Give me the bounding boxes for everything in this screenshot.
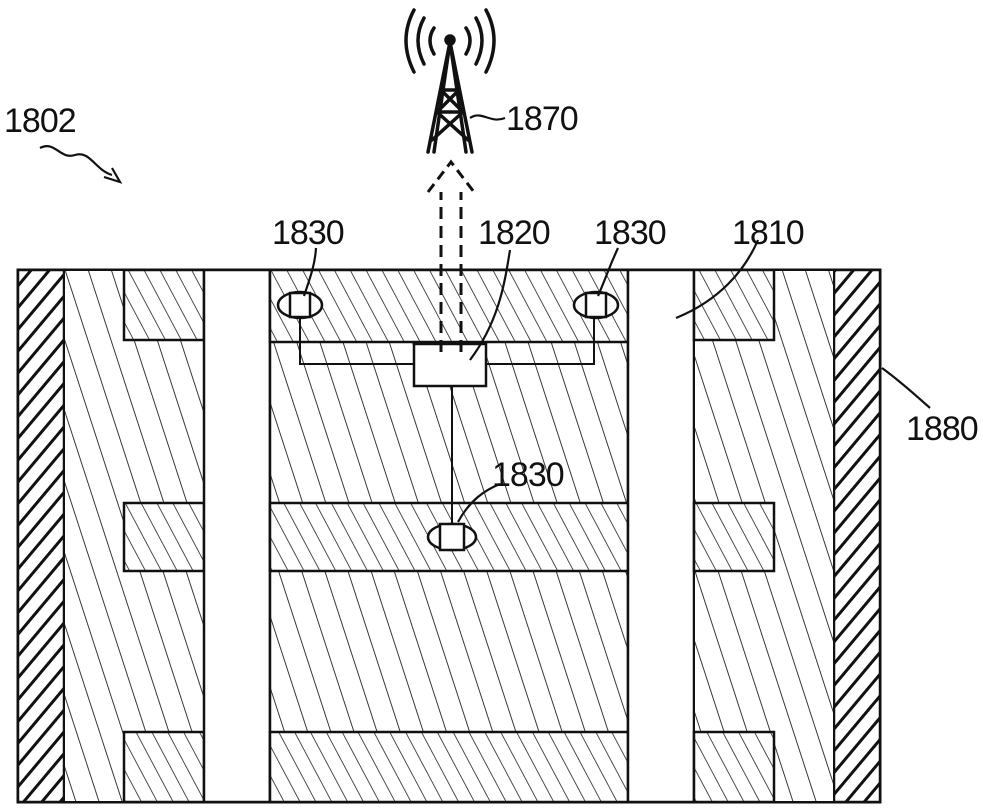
label-sensor-right: 1830 <box>594 214 666 252</box>
wire-left-sensor <box>299 318 414 365</box>
leader-casing <box>881 367 931 409</box>
wave-left-3 <box>404 8 416 74</box>
layer-center-bottom <box>268 730 630 804</box>
sensor-body <box>584 291 608 319</box>
dashed-arrow-up-icon <box>426 159 476 352</box>
passage-right <box>626 268 696 804</box>
leader-sensor-left <box>302 247 318 297</box>
central-node-box <box>412 342 488 388</box>
tower-cross <box>430 110 465 142</box>
label-node: 1820 <box>478 214 550 252</box>
label-sensor-left: 1830 <box>272 214 344 252</box>
layer-center-top <box>268 268 630 344</box>
cell-tower-icon <box>404 8 496 154</box>
label-tower: 1870 <box>506 100 578 138</box>
tower-antenna-tip <box>444 34 456 46</box>
wave-right-1 <box>464 26 472 56</box>
sensor-body <box>288 291 312 319</box>
arrowhead-system <box>103 167 123 184</box>
label-sensor-middle: 1830 <box>492 456 564 494</box>
sensor-top-left <box>276 290 324 320</box>
block-left-bottom <box>122 730 206 804</box>
block-left-top <box>122 268 206 342</box>
leader-tower <box>469 114 506 121</box>
leader-lines <box>39 114 931 523</box>
label-system: 1802 <box>4 102 76 140</box>
casing-wall-left <box>16 268 66 804</box>
wave-left-1 <box>428 26 436 56</box>
tower-cross <box>435 110 470 142</box>
block-right-bottom <box>692 730 776 804</box>
wave-left-2 <box>416 16 426 66</box>
casing-wall-right <box>832 268 882 804</box>
leader-passage <box>675 239 760 320</box>
wire-right-sensor <box>486 318 595 365</box>
leader-sensor-right <box>596 247 619 297</box>
leader-system <box>39 145 113 177</box>
tower-cross <box>439 88 465 114</box>
passage-left <box>202 268 272 804</box>
structure <box>16 268 882 804</box>
wave-right-3 <box>484 8 496 74</box>
tower-cross <box>435 88 461 114</box>
sensor-body <box>438 522 466 552</box>
sensor-top-right <box>572 290 620 320</box>
block-right-top <box>692 268 776 342</box>
wave-right-2 <box>474 16 484 66</box>
label-casing: 1880 <box>906 410 978 448</box>
block-left-middle <box>122 501 206 573</box>
sensor-middle <box>426 522 478 552</box>
block-right-middle <box>692 501 776 573</box>
arrow-head <box>426 159 476 193</box>
sensor-wiring <box>299 318 595 524</box>
leader-sensor-middle <box>457 482 501 523</box>
leader-node <box>469 249 512 361</box>
label-passage: 1810 <box>732 214 804 252</box>
